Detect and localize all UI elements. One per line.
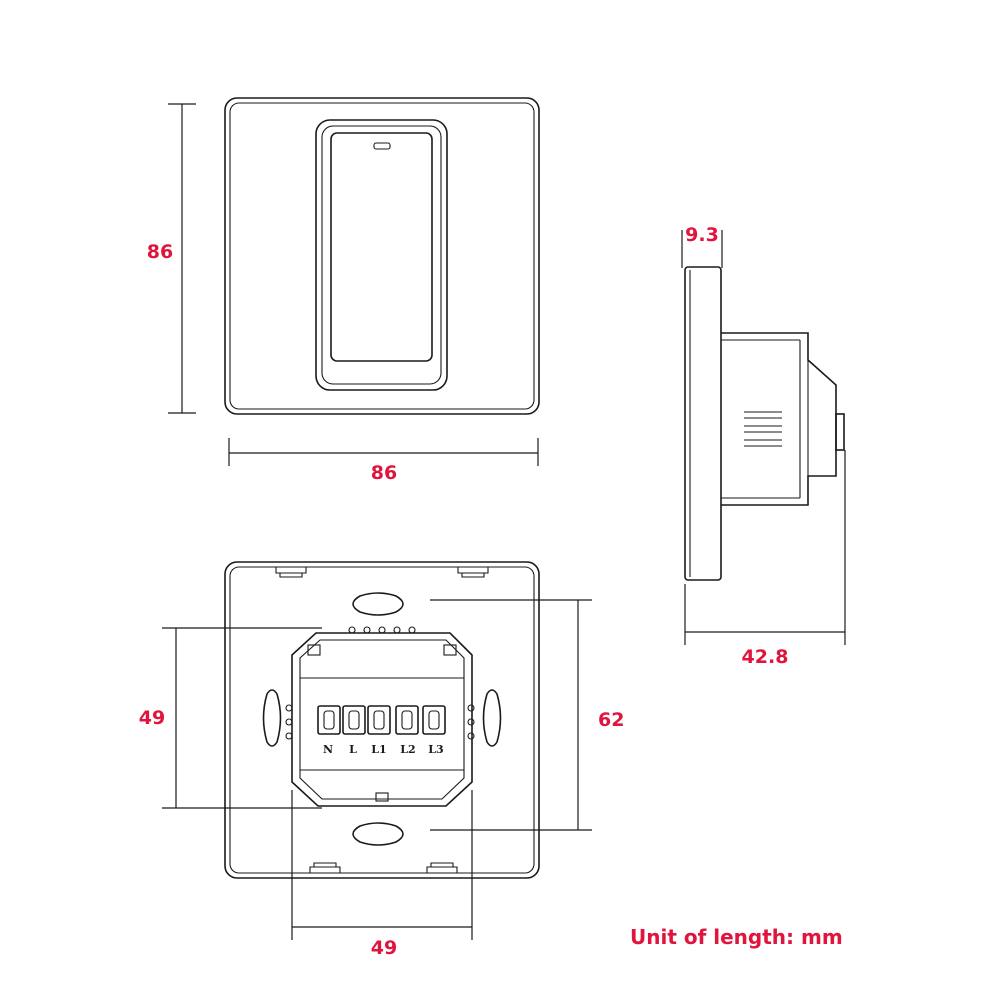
front-view bbox=[224, 97, 540, 415]
mount-slot-top bbox=[352, 592, 404, 616]
back-box-width-label: 49 bbox=[371, 937, 397, 959]
mount-slot-bottom bbox=[352, 822, 404, 846]
back-box-height-dimension: 49 bbox=[139, 627, 322, 809]
terminal-label-l3: L3 bbox=[428, 743, 443, 756]
side-body bbox=[721, 332, 837, 506]
back-view: N L L1 L2 L3 bbox=[224, 561, 540, 879]
mount-slot-left bbox=[262, 689, 282, 747]
back-plate bbox=[224, 561, 540, 879]
unit-note: Unit of length: mm bbox=[630, 925, 843, 949]
mount-slot-right bbox=[482, 689, 502, 747]
back-box-height-label: 49 bbox=[139, 707, 165, 729]
back-box-width-dimension: 49 bbox=[291, 790, 473, 959]
module-box bbox=[291, 632, 473, 807]
front-plate bbox=[224, 97, 540, 415]
indicator-led bbox=[373, 142, 391, 150]
side-plate bbox=[684, 266, 722, 581]
terminal-label-l2: L2 bbox=[400, 743, 415, 756]
button-frame bbox=[315, 119, 448, 391]
front-width-label: 86 bbox=[371, 462, 397, 484]
side-depth-label: 42.8 bbox=[742, 646, 789, 668]
front-width-dimension: 86 bbox=[228, 438, 539, 484]
back-mount-spacing-dimension: 62 bbox=[430, 599, 624, 831]
side-thickness-dimension: 9.3 bbox=[681, 224, 723, 268]
side-rear-nub bbox=[835, 413, 845, 451]
button-frame-inner bbox=[321, 125, 442, 385]
front-height-dimension: 86 bbox=[147, 103, 196, 414]
rocker-button bbox=[330, 132, 433, 362]
side-thickness-label: 9.3 bbox=[685, 224, 719, 246]
terminal-label-l1: L1 bbox=[371, 743, 386, 756]
terminal-blocks bbox=[317, 705, 446, 735]
front-height-label: 86 bbox=[147, 241, 173, 263]
back-plate-inner bbox=[229, 566, 535, 874]
back-mount-spacing-label: 62 bbox=[598, 709, 624, 731]
terminal-label-n: N bbox=[323, 743, 333, 756]
front-plate-inner bbox=[229, 102, 535, 410]
side-view bbox=[684, 266, 845, 581]
terminal-label-l: L bbox=[349, 743, 357, 756]
side-depth-dimension: 42.8 bbox=[684, 450, 846, 668]
